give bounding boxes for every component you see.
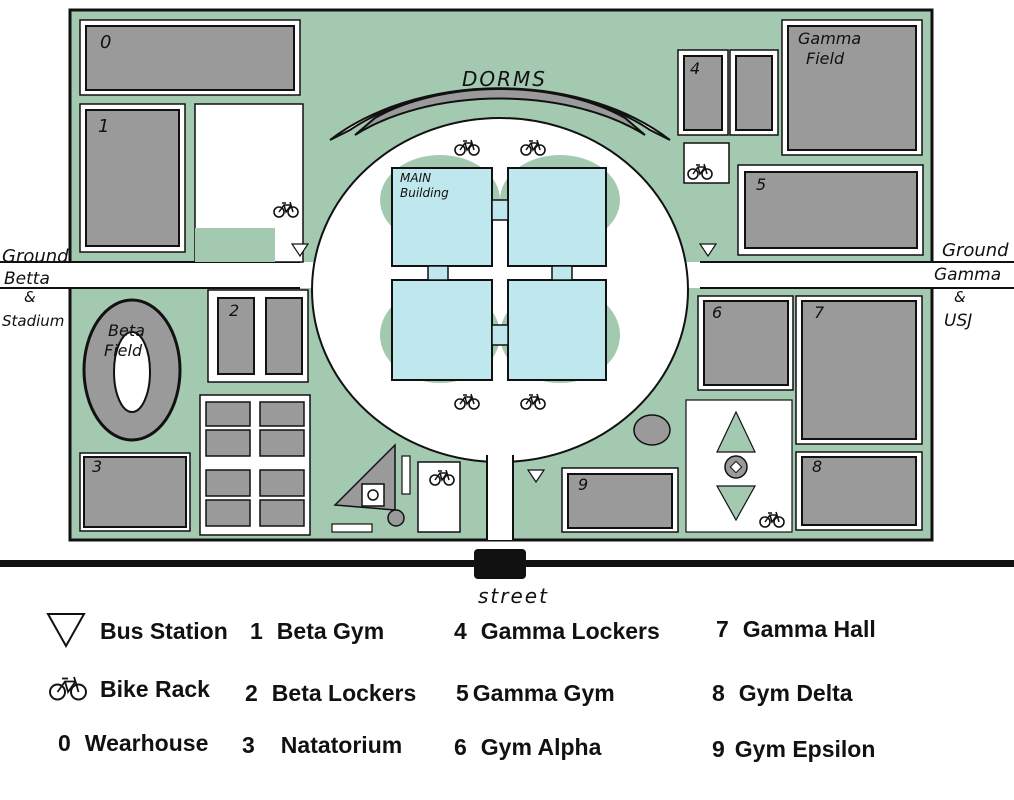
building-4-number: 4 xyxy=(690,59,700,78)
building-2 xyxy=(217,297,255,375)
building-8-number: 8 xyxy=(812,457,822,476)
building-8 xyxy=(801,456,917,526)
beta-field-label-line2: Field xyxy=(104,341,143,360)
gamma-field-label-line2: Field xyxy=(806,49,845,68)
gamma-field xyxy=(787,25,917,151)
building-4 xyxy=(683,55,723,131)
street-label: street xyxy=(478,584,549,608)
building-5-number: 5 xyxy=(756,175,766,194)
building-1-number: 1 xyxy=(98,116,109,137)
central-plaza xyxy=(311,117,689,463)
building-5 xyxy=(744,171,918,249)
left-entry-label-line1: Ground xyxy=(2,246,69,267)
left-entry-label-line4: Stadium xyxy=(2,312,64,330)
right-entry-label-line3: & xyxy=(954,288,966,306)
right-entry-label-line1: Ground xyxy=(942,240,1009,261)
building-2-number: 2 xyxy=(229,301,239,320)
street-gate xyxy=(474,549,526,579)
bike-rack-icon xyxy=(49,676,87,701)
building-7 xyxy=(801,300,917,440)
legend-bus-station: Bus Station xyxy=(100,618,228,644)
building-3 xyxy=(83,456,187,528)
bus-station-icon xyxy=(46,613,86,649)
right-entry-label-line4: USJ xyxy=(944,311,972,331)
building-1 xyxy=(85,109,180,247)
legend-bike-rack: Bike Rack xyxy=(100,676,210,702)
building-9 xyxy=(567,473,673,529)
beta-field-label-line1: Beta xyxy=(108,321,145,340)
dorms-building xyxy=(354,87,646,136)
building-3-number: 3 xyxy=(92,457,102,476)
dorms-label: DORMS xyxy=(462,67,547,91)
left-entry-label-line2: Betta xyxy=(4,269,50,289)
building-7-number: 7 xyxy=(814,303,825,322)
main-building-label-line1: MAIN xyxy=(400,171,431,185)
main-building-label-line2: Building xyxy=(400,186,449,200)
building-0 xyxy=(85,25,295,91)
main-building xyxy=(391,167,607,381)
building-6 xyxy=(703,300,789,386)
gamma-field-label-line1: Gamma xyxy=(798,29,861,48)
building-9-number: 9 xyxy=(578,475,588,494)
building-0-number: 0 xyxy=(100,32,111,53)
campus-map: MAIN Building DORMS 0 1 4 Gamma Field 5 … xyxy=(0,8,1014,608)
building-6-number: 6 xyxy=(712,303,722,322)
left-entry-label-line3: & xyxy=(24,288,36,306)
right-entry-label-line2: Gamma xyxy=(934,265,1001,285)
